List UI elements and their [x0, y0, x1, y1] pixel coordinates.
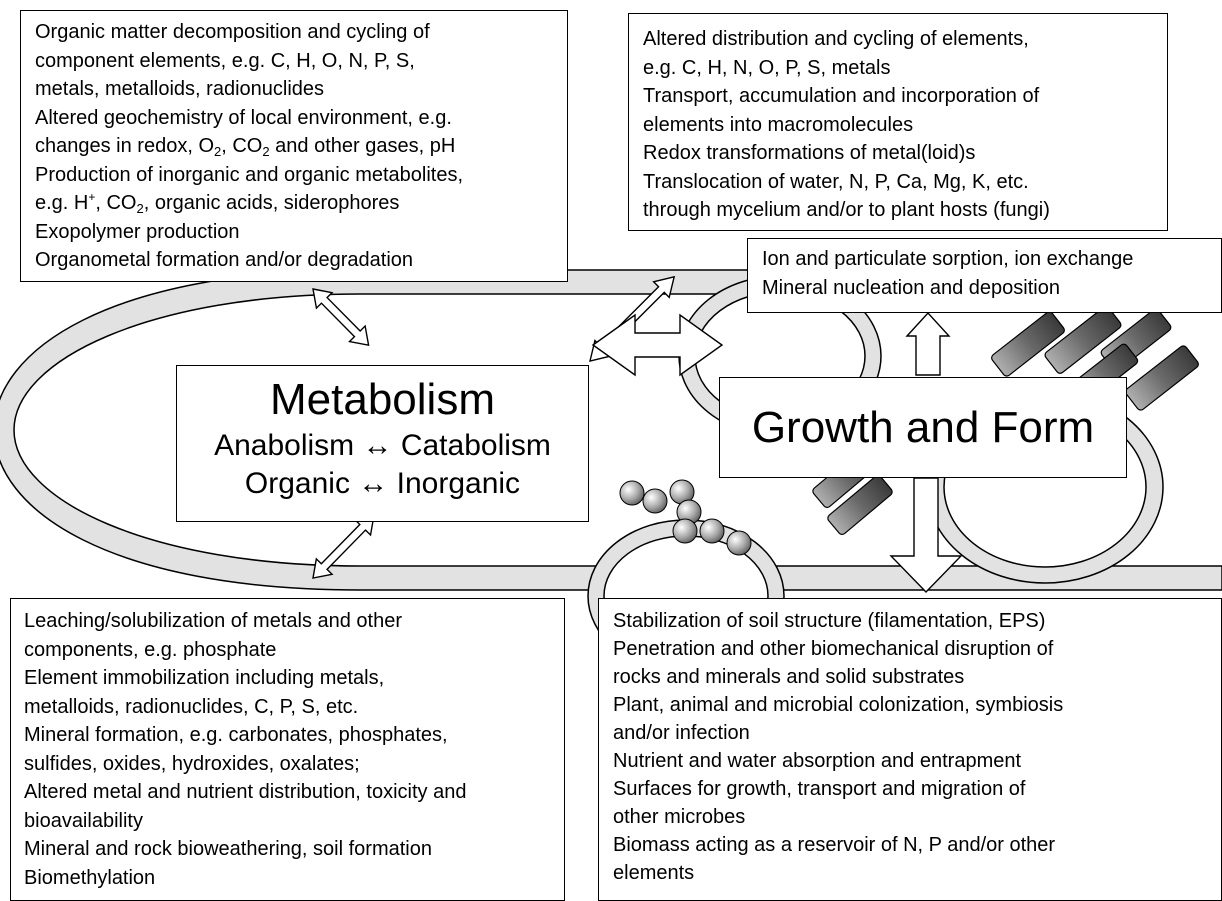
bottom-right-line-8: other microbes: [613, 806, 746, 828]
top-right-line-1: Altered distribution and cycling of elem…: [643, 28, 1029, 50]
top-right-line-5: Redox transformations of metal(loid)s: [643, 142, 976, 164]
ion-line-1: Ion and particulate sorption, ion exchan…: [762, 248, 1134, 270]
top-right-line-4: elements into macromolecules: [643, 113, 914, 136]
leaching-box: Leaching/solubilization of metals and ot…: [10, 598, 565, 901]
top-left-line-3: metals, metalloids, radionuclides: [35, 78, 325, 100]
bottom-left-line-4: metalloids, radionuclides, C, P, S, etc.: [24, 695, 359, 718]
bottom-left-line-7: Altered metal and nutrient distribution,…: [24, 781, 467, 803]
bottom-left-line-9: Mineral and rock bioweathering, soil for…: [24, 838, 432, 860]
bottom-right-line-5: and/or infection: [613, 722, 750, 744]
element-cycling-box: Altered distribution and cycling of elem…: [628, 13, 1168, 231]
bottom-left-line-8: bioavailability: [24, 809, 143, 832]
organic-matter-box: Organic matter decomposition and cycling…: [20, 10, 568, 282]
bottom-right-line-7: Surfaces for growth, transport and migra…: [613, 778, 1026, 800]
organic-matter-lines: Organic matter decomposition and cycling…: [35, 18, 567, 275]
soil-structure-lines: Stabilization of soil structure (filamen…: [613, 607, 1221, 887]
particles-icon: [619, 479, 752, 556]
arrow-metabolism-growth-icon: [591, 313, 724, 377]
bottom-left-line-5: Mineral formation, e.g. carbonates, phos…: [24, 724, 448, 746]
ion-sorption-box: Ion and particulate sorption, ion exchan…: [747, 238, 1222, 313]
top-left-line-7: e.g. H+, CO2, organic acids, siderophore…: [35, 190, 400, 216]
bottom-left-line-3: Element immobilization including metals,: [24, 667, 385, 689]
top-right-line-2: e.g. C, H, N, O, P, S, metals: [643, 56, 891, 79]
organic-inorganic-label: Organic ↔ Inorganic: [244, 467, 521, 500]
bottom-left-line-6: sulfides, oxides, hydroxides, oxalates;: [24, 752, 360, 775]
metabolism-title: Metabolism: [270, 375, 495, 424]
top-left-line-9: Organometal formation and/or degradation: [35, 249, 414, 271]
bottom-left-line-10: Biomethylation: [24, 866, 156, 889]
bottom-right-line-1: Stabilization of soil structure (filamen…: [613, 610, 1046, 632]
top-left-line-1: Organic matter decomposition and cycling…: [35, 21, 430, 43]
top-left-line-5: changes in redox, O2, CO2 and other gase…: [35, 135, 456, 159]
bottom-left-line-2: components, e.g. phosphate: [24, 638, 277, 661]
metabolism-box: Metabolism Anabolism ↔ Catabolism Organi…: [176, 365, 589, 522]
ion-sorption-lines: Ion and particulate sorption, ion exchan…: [762, 245, 1221, 302]
bottom-left-line-1: Leaching/solubilization of metals and ot…: [24, 610, 403, 632]
arrow-down-icon: [889, 477, 963, 594]
bottom-right-line-9: Biomass acting as a reservoir of N, P an…: [613, 834, 1056, 856]
top-left-line-2: component elements, e.g. C, H, O, N, P, …: [35, 49, 415, 72]
top-right-line-6: Translocation of water, N, P, Ca, Mg, K,…: [643, 170, 1029, 193]
bottom-right-line-6: Nutrient and water absorption and entrap…: [613, 750, 1022, 772]
bottom-right-line-10: elements: [613, 862, 695, 884]
top-left-line-8: Exopolymer production: [35, 220, 240, 243]
bottom-right-line-3: rocks and minerals and solid substrates: [613, 666, 965, 688]
ion-line-2: Mineral nucleation and deposition: [762, 276, 1060, 299]
growth-and-form-box: Growth and Form: [719, 377, 1127, 478]
anabolism-catabolism-label: Anabolism ↔ Catabolism: [214, 429, 551, 462]
top-left-line-6: Production of inorganic and organic meta…: [35, 163, 464, 186]
growth-and-form-title: Growth and Form: [751, 403, 1095, 452]
element-cycling-lines: Altered distribution and cycling of elem…: [643, 25, 1167, 225]
mineral-crystals-icon: [812, 306, 1199, 536]
arrow-metabolism-top-left-icon: [312, 288, 370, 347]
top-right-line-3: Transport, accumulation and incorporatio…: [643, 85, 1040, 107]
bottom-right-line-4: Plant, animal and microbial colonization…: [613, 694, 1064, 716]
cell-wall-band: [0, 269, 1222, 591]
bottom-right-line-2: Penetration and other biomechanical disr…: [613, 638, 1054, 660]
soil-structure-box: Stabilization of soil structure (filamen…: [598, 598, 1222, 901]
top-right-line-7: through mycelium and/or to plant hosts (…: [643, 199, 1050, 221]
top-left-line-4: Altered geochemistry of local environmen…: [35, 106, 452, 129]
leaching-lines: Leaching/solubilization of metals and ot…: [24, 607, 564, 892]
arrow-up-icon: [905, 311, 951, 376]
